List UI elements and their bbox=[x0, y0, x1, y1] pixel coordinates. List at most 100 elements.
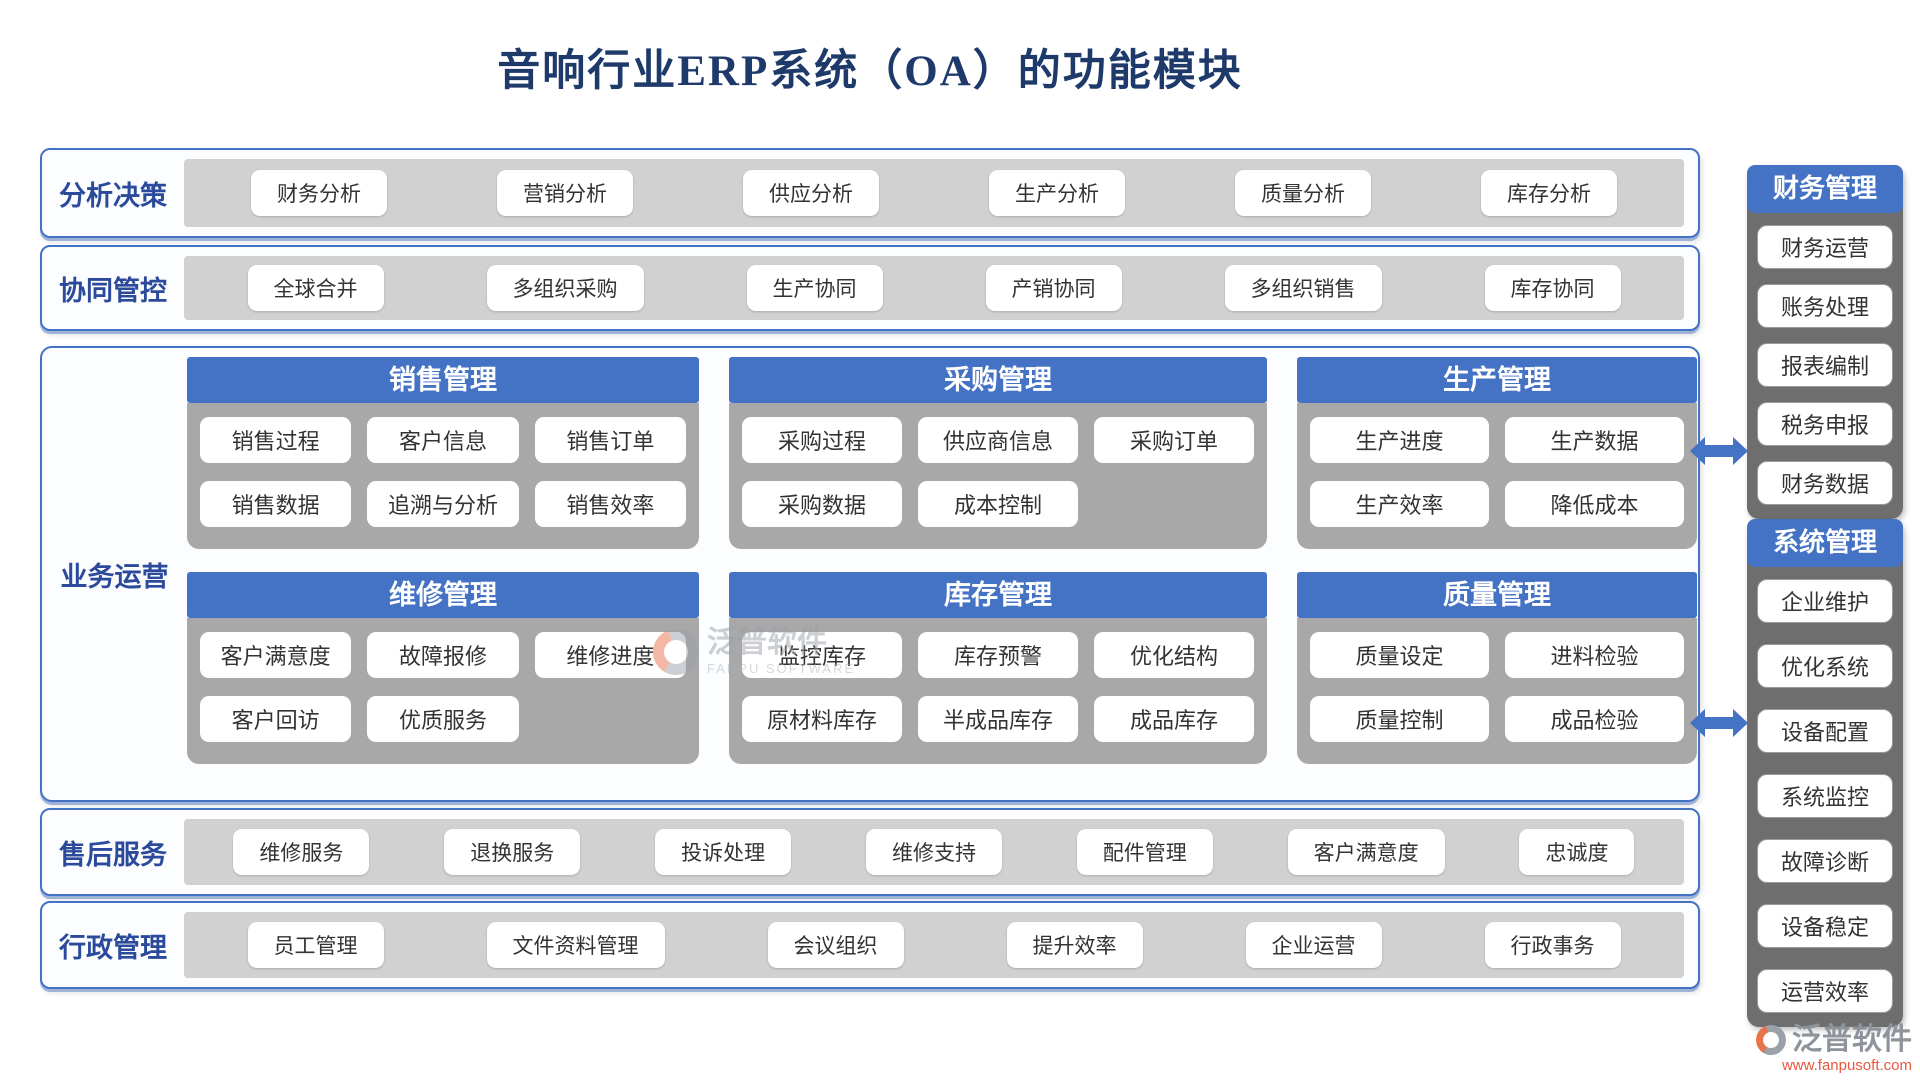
module-chip: 销售效率 bbox=[534, 481, 686, 527]
row-strip: 财务分析营销分析供应分析生产分析质量分析库存分析 bbox=[184, 159, 1684, 227]
module-chip: 成品库存 bbox=[1094, 696, 1254, 742]
row-collaborative-control: 协同管控 全球合并多组织采购生产协同产销协同多组织销售库存协同 bbox=[40, 245, 1700, 331]
row-strip: 全球合并多组织采购生产协同产销协同多组织销售库存协同 bbox=[184, 256, 1684, 320]
row-label: 分析决策 bbox=[59, 180, 167, 211]
module-chip: 提升效率 bbox=[1006, 922, 1143, 968]
module-chip: 产销协同 bbox=[985, 265, 1122, 311]
module-chip: 库存协同 bbox=[1484, 265, 1621, 311]
module-card: 采购管理采购过程供应商信息采购订单采购数据成本控制 bbox=[729, 357, 1267, 549]
module-chip: 半成品库存 bbox=[918, 696, 1078, 742]
page-title: 音响行业ERP系统（OA）的功能模块 bbox=[497, 48, 1243, 95]
module-chip: 维修支持 bbox=[865, 829, 1002, 875]
sidebar-chip: 财务运营 bbox=[1757, 225, 1893, 269]
module-chip: 追溯与分析 bbox=[367, 481, 519, 527]
fanpu-logo-icon bbox=[653, 628, 699, 675]
module-card-body: 采购过程供应商信息采购订单采购数据成本控制 bbox=[729, 403, 1267, 549]
module-chip: 质量设定 bbox=[1310, 632, 1489, 678]
module-card: 维修管理客户满意度故障报修维修进度客户回访优质服务 bbox=[187, 572, 699, 764]
module-card-title: 质量管理 bbox=[1297, 572, 1697, 618]
footer-brand: 泛普软件 www.fanpusoft.com bbox=[1756, 1025, 1912, 1074]
row-label: 行政管理 bbox=[59, 932, 167, 963]
module-chip: 文件资料管理 bbox=[486, 922, 665, 968]
module-chip: 退换服务 bbox=[444, 829, 581, 875]
module-chip: 客户回访 bbox=[200, 696, 352, 742]
row-analysis-decision: 分析决策 财务分析营销分析供应分析生产分析质量分析库存分析 bbox=[40, 148, 1700, 238]
sidebar-chip: 设备稳定 bbox=[1757, 904, 1893, 948]
module-chip: 全球合并 bbox=[247, 265, 384, 311]
module-card-title: 维修管理 bbox=[187, 572, 699, 618]
module-chip: 会议组织 bbox=[767, 922, 904, 968]
module-chip: 生产效率 bbox=[1310, 481, 1489, 527]
watermark-logo: 泛普软件 FANPU SOFTWARE bbox=[653, 628, 855, 675]
module-chip: 多组织采购 bbox=[486, 265, 644, 311]
sidebar-chip: 运营效率 bbox=[1757, 969, 1893, 1013]
sidebar-chip: 故障诊断 bbox=[1757, 839, 1893, 883]
module-chip: 生产数据 bbox=[1505, 417, 1684, 463]
module-chip: 质量控制 bbox=[1310, 696, 1489, 742]
row-label: 协同管控 bbox=[59, 275, 167, 306]
module-chip: 忠诚度 bbox=[1519, 829, 1635, 875]
module-chip: 客户信息 bbox=[367, 417, 519, 463]
module-chip: 销售数据 bbox=[200, 481, 352, 527]
module-card-body: 销售过程客户信息销售订单销售数据追溯与分析销售效率 bbox=[187, 403, 699, 549]
module-card-body: 客户满意度故障报修维修进度客户回访优质服务 bbox=[187, 618, 699, 764]
module-chip: 库存分析 bbox=[1481, 170, 1617, 216]
business-modules-grid: 销售管理销售过程客户信息销售订单销售数据追溯与分析销售效率采购管理采购过程供应商… bbox=[187, 357, 1697, 764]
module-card-title: 生产管理 bbox=[1297, 357, 1697, 403]
module-chip: 销售订单 bbox=[534, 417, 686, 463]
row-administrative-management: 行政管理 员工管理文件资料管理会议组织提升效率企业运营行政事务 bbox=[40, 901, 1700, 989]
module-chip: 客户满意度 bbox=[1287, 829, 1445, 875]
module-chip: 生产分析 bbox=[989, 170, 1125, 216]
row-label: 业务运营 bbox=[60, 561, 169, 592]
module-chip: 进料检验 bbox=[1505, 632, 1684, 678]
module-chip: 降低成本 bbox=[1505, 481, 1684, 527]
module-chip: 成品检验 bbox=[1505, 696, 1684, 742]
module-chip: 供应商信息 bbox=[918, 417, 1078, 463]
row-strip: 维修服务退换服务投诉处理维修支持配件管理客户满意度忠诚度 bbox=[184, 819, 1684, 885]
module-chip: 行政事务 bbox=[1484, 922, 1621, 968]
row-strip: 员工管理文件资料管理会议组织提升效率企业运营行政事务 bbox=[184, 912, 1684, 978]
module-card: 质量管理质量设定进料检验质量控制成品检验 bbox=[1297, 572, 1697, 764]
sidebar-panel-title: 系统管理 bbox=[1747, 519, 1903, 567]
sidebar-panel-system: 系统管理 企业维护优化系统设备配置系统监控故障诊断设备稳定运营效率 bbox=[1747, 519, 1903, 1027]
module-card-title: 销售管理 bbox=[187, 357, 699, 403]
sidebar-chip: 企业维护 bbox=[1757, 579, 1893, 623]
watermark-name: 泛普软件 bbox=[707, 626, 827, 659]
module-card-title: 采购管理 bbox=[729, 357, 1267, 403]
sidebar-chip: 设备配置 bbox=[1757, 709, 1893, 753]
double-arrow-icon bbox=[1690, 709, 1748, 737]
watermark-subtitle: FANPU SOFTWARE bbox=[707, 661, 856, 676]
module-chip: 成本控制 bbox=[918, 481, 1078, 527]
module-chip: 故障报修 bbox=[367, 632, 519, 678]
sidebar-chip: 账务处理 bbox=[1757, 284, 1893, 328]
sidebar-panel-body: 财务运营账务处理报表编制税务申报财务数据 bbox=[1747, 213, 1903, 505]
module-card: 库存管理监控库存库存预警优化结构原材料库存半成品库存成品库存 bbox=[729, 572, 1267, 764]
module-chip: 生产协同 bbox=[746, 265, 883, 311]
module-chip: 员工管理 bbox=[247, 922, 384, 968]
module-chip: 优质服务 bbox=[367, 696, 519, 742]
module-chip: 库存预警 bbox=[918, 632, 1078, 678]
footer-brand-url: www.fanpusoft.com bbox=[1781, 1057, 1912, 1074]
sidebar-chip: 税务申报 bbox=[1757, 402, 1893, 446]
module-chip: 生产进度 bbox=[1310, 417, 1489, 463]
module-chip: 营销分析 bbox=[497, 170, 633, 216]
module-chip: 质量分析 bbox=[1235, 170, 1371, 216]
sidebar-chip: 系统监控 bbox=[1757, 774, 1893, 818]
row-label: 售后服务 bbox=[59, 839, 167, 870]
sidebar-panel-title: 财务管理 bbox=[1747, 165, 1903, 213]
module-chip: 采购数据 bbox=[742, 481, 902, 527]
module-chip: 财务分析 bbox=[251, 170, 387, 216]
module-card-body: 生产进度生产数据生产效率降低成本 bbox=[1297, 403, 1697, 549]
business-operations-box: 业务运营 销售管理销售过程客户信息销售订单销售数据追溯与分析销售效率采购管理采购… bbox=[40, 346, 1700, 802]
footer-brand-name: 泛普软件 bbox=[1792, 1023, 1912, 1056]
module-card: 销售管理销售过程客户信息销售订单销售数据追溯与分析销售效率 bbox=[187, 357, 699, 549]
module-chip: 投诉处理 bbox=[655, 829, 792, 875]
sidebar-panel-body: 企业维护优化系统设备配置系统监控故障诊断设备稳定运营效率 bbox=[1747, 567, 1903, 1013]
row-aftersales-service: 售后服务 维修服务退换服务投诉处理维修支持配件管理客户满意度忠诚度 bbox=[40, 808, 1700, 896]
module-chip: 采购订单 bbox=[1094, 417, 1254, 463]
module-chip: 监控库存 bbox=[742, 632, 902, 678]
sidebar-chip: 优化系统 bbox=[1757, 644, 1893, 688]
module-chip: 客户满意度 bbox=[200, 632, 352, 678]
module-card-title: 库存管理 bbox=[729, 572, 1267, 618]
